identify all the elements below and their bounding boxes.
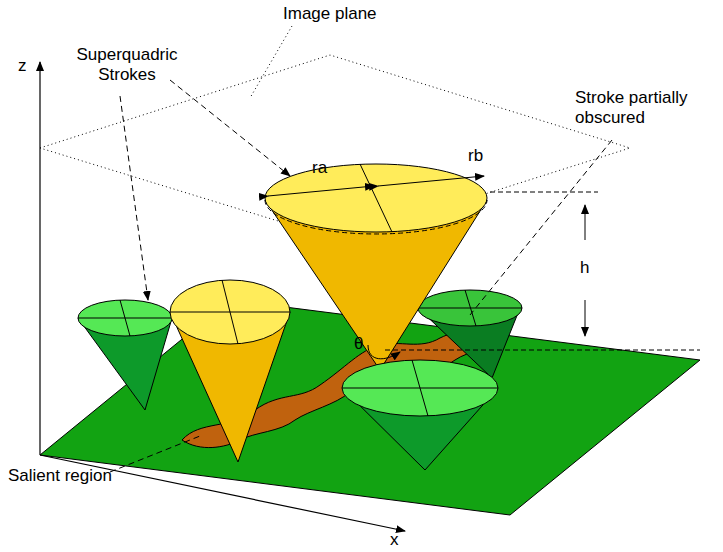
dimension-label: h [580, 258, 589, 278]
yellow-cone [170, 280, 290, 462]
axis-label: x [390, 530, 399, 550]
plane-label: Image plane [283, 4, 377, 24]
stroke-label: Superquadric Strokes [72, 45, 182, 86]
big-yellow-cone [265, 164, 487, 370]
green-cone [342, 360, 498, 470]
dimension-label: ra [312, 158, 327, 178]
dimension-label: rb [468, 146, 483, 166]
green-cone [78, 300, 172, 410]
region-label: Salient region [8, 466, 112, 486]
angle-label: θ [354, 334, 363, 354]
obscured-label: Stroke partially obscured [575, 88, 710, 129]
axis-label: z [18, 56, 27, 76]
